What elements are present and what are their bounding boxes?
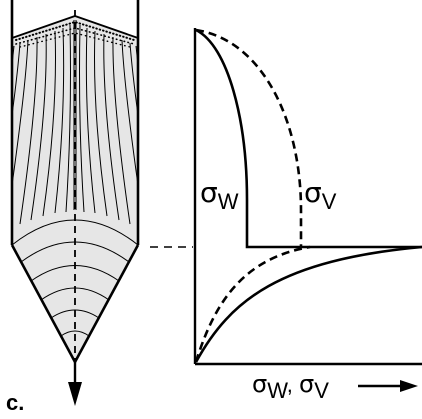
hopper-wall-stress-curve [194,245,422,363]
panel-label: c. [6,390,24,415]
stress-trajectories [11,20,139,225]
vertical-stress-label: σV [304,176,337,214]
hopper-right-wall [73,244,140,363]
stress-axis-label: σW, σV [252,370,329,403]
stress-chart: σW σV σW, σV [150,28,422,403]
right-arrow-icon [358,380,418,392]
down-arrow-icon [68,362,82,406]
hopper-vertical-stress-curve [194,245,311,363]
vertical-stress-curve [195,28,303,247]
wall-stress-label: σW [200,176,239,214]
silo-bulk-fill [12,16,138,362]
wall-stress-curve [195,28,422,249]
silo-diagram [10,0,140,406]
hopper-left-wall [10,244,77,363]
